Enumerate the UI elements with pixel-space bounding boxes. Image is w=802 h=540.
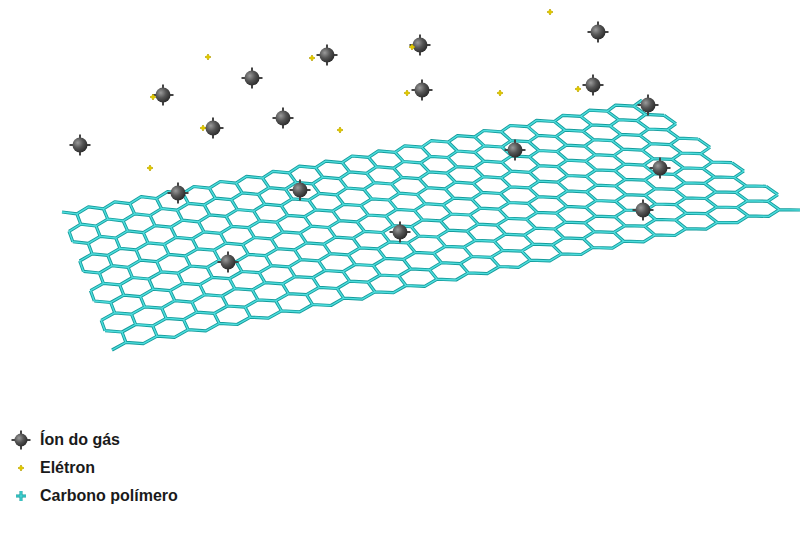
legend-label: Carbono polímero xyxy=(40,487,178,505)
electron xyxy=(575,86,581,92)
gas-ion xyxy=(410,35,431,56)
legend-label: Elétron xyxy=(40,459,95,477)
legend-row: Elétron xyxy=(8,454,178,482)
gas-ion xyxy=(290,180,311,201)
legend: Íon do gásElétronCarbono polímero xyxy=(8,426,178,510)
lattice-shadow xyxy=(62,100,800,350)
gas-ion xyxy=(583,75,604,96)
electron xyxy=(147,165,153,171)
gas-ion xyxy=(218,252,239,273)
legend-sample xyxy=(8,428,34,452)
gas-ion xyxy=(242,68,263,89)
gas-ion xyxy=(317,45,338,66)
electron xyxy=(205,54,211,60)
carbon-sample xyxy=(16,491,26,501)
electron xyxy=(200,125,206,131)
gas-ion xyxy=(273,108,294,129)
gas-ion xyxy=(70,135,91,156)
gas-ion xyxy=(153,85,174,106)
gas-ion xyxy=(505,140,526,161)
legend-label: Íon do gás xyxy=(40,431,120,449)
gas-ion xyxy=(638,95,659,116)
electron xyxy=(309,55,315,61)
lattice-bond xyxy=(62,100,800,350)
electron xyxy=(404,90,410,96)
electron xyxy=(18,465,24,471)
carbon-lattice xyxy=(62,100,800,350)
gas-ion xyxy=(588,22,609,43)
electron xyxy=(150,94,156,100)
particles xyxy=(70,9,671,273)
gas-ion xyxy=(412,80,433,101)
electron xyxy=(337,127,343,133)
gas-ion xyxy=(633,200,654,221)
legend-row: Íon do gás xyxy=(8,426,178,454)
gas-ion xyxy=(12,431,31,450)
legend-sample xyxy=(8,484,34,508)
electron xyxy=(409,44,415,50)
electron xyxy=(497,90,503,96)
gas-ion xyxy=(168,183,189,204)
legend-sample xyxy=(8,456,34,480)
electron xyxy=(547,9,553,15)
gas-ion xyxy=(390,222,411,243)
legend-row: Carbono polímero xyxy=(8,482,178,510)
gas-ion xyxy=(650,158,671,179)
